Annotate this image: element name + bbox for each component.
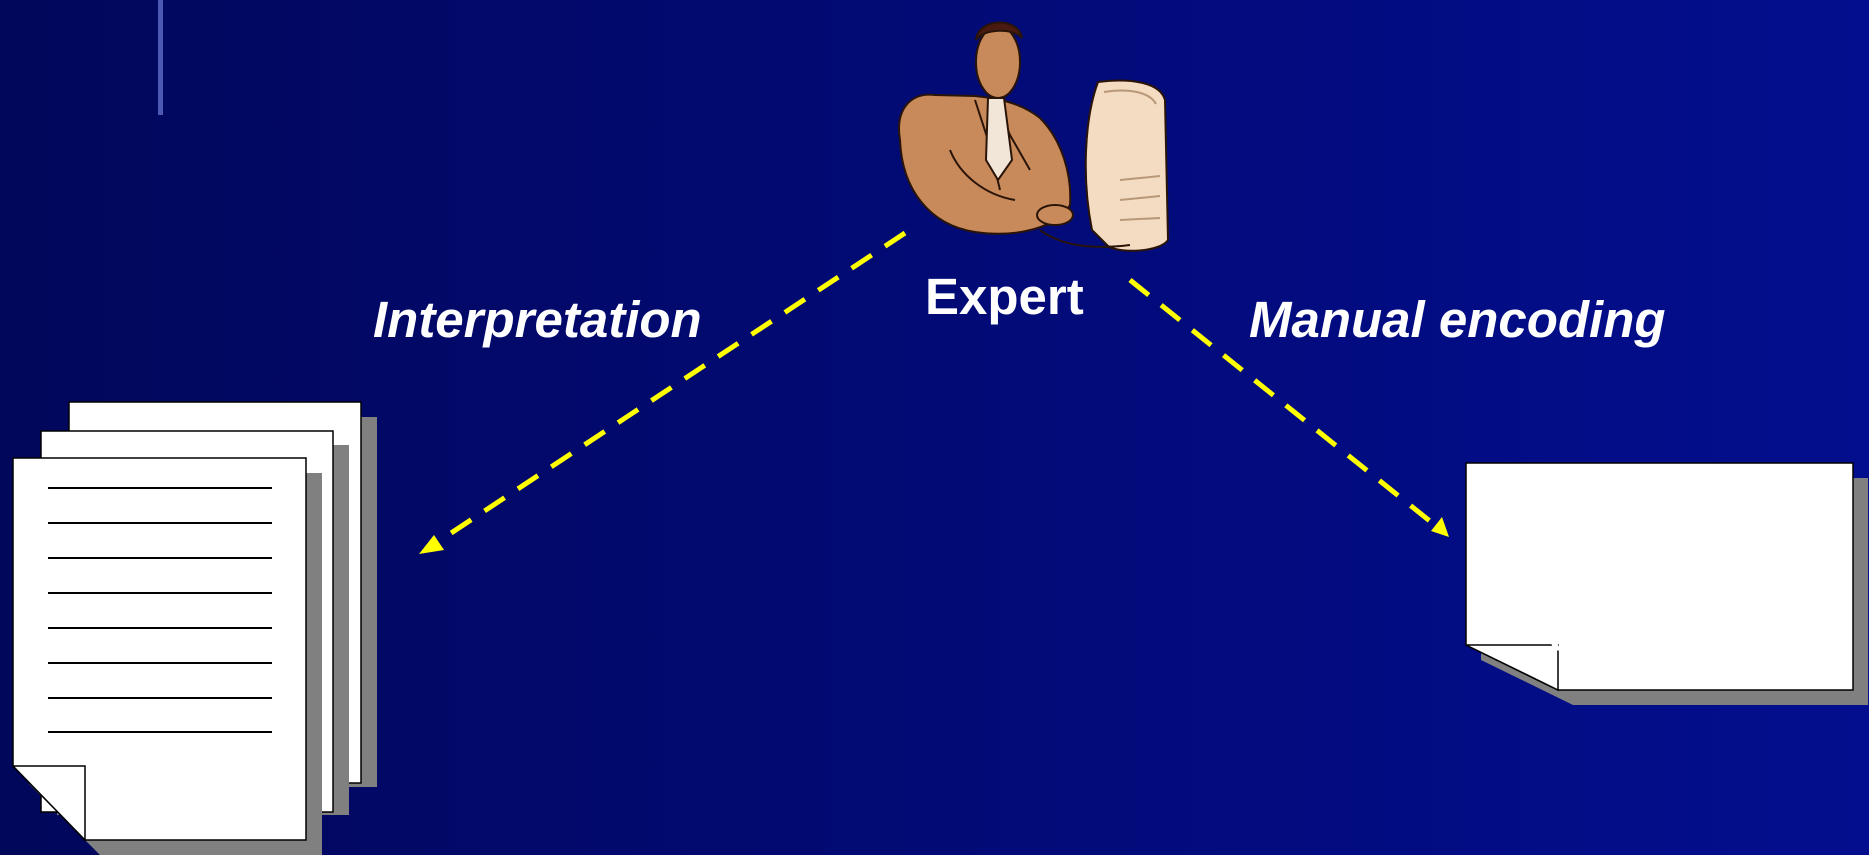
interpretation-label: Interpretation (373, 291, 702, 348)
manual-encoding-label: Manual encoding (1249, 291, 1666, 348)
manual-encoding-arrowhead (1431, 517, 1449, 537)
structured-document-fold (1465, 644, 1559, 692)
expert-icon (898, 21, 1170, 252)
expert-torso (898, 93, 1072, 235)
expert-label: Expert (925, 268, 1084, 325)
document-text-lines (48, 487, 272, 733)
arrows (419, 230, 1449, 554)
structured-document-line: Document (1547, 543, 1768, 594)
document-page-front (12, 457, 307, 841)
structured-document-page (1465, 462, 1854, 691)
computer-icon (1084, 79, 1170, 252)
document-page-fold (11, 765, 86, 842)
expert-hand (1036, 204, 1074, 226)
structured-document-line: Structured (1543, 486, 1772, 537)
structured-document-icon (1465, 462, 1868, 705)
manual-encoding-arrow-line (1128, 278, 1438, 528)
stacked-documents-icon (11, 401, 377, 855)
interpretation-arrow-line (431, 230, 907, 548)
structured-document-line: (e.g. GEM) (1546, 600, 1769, 651)
expert-hair (975, 21, 1023, 41)
expert-head (975, 25, 1021, 99)
structured-document-label: Structured Document (e.g. GEM) (1490, 483, 1825, 654)
slide-accent-line (158, 0, 163, 115)
interpretation-arrowhead (419, 535, 444, 554)
